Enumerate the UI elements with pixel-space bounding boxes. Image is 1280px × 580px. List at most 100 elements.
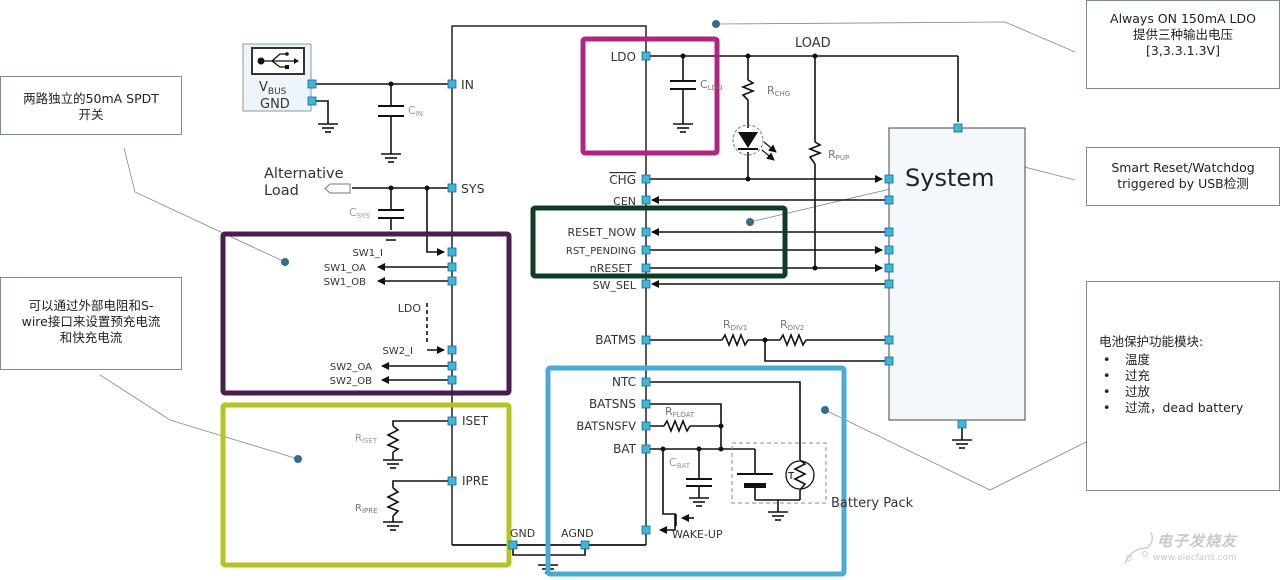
pin-system-batms <box>884 335 894 345</box>
rdiv1-label: RDIV1 <box>723 318 747 332</box>
pin-label-ldo: LDO <box>611 50 636 64</box>
pin-ipre <box>447 476 457 486</box>
cin-label: CIN <box>408 104 423 118</box>
pin-label-cen: CEN <box>613 195 636 208</box>
leader-spdt <box>123 147 286 263</box>
pin-in <box>447 79 457 89</box>
watermark-url: www.elecfans.com <box>1153 553 1237 563</box>
wake-up-label: WAKE-UP <box>672 528 723 541</box>
pin-label-ipre: IPRE <box>462 474 489 488</box>
list-item: 温度 <box>1099 352 1279 368</box>
led-icon <box>732 124 777 161</box>
callout-current-line1: 可以通过外部电阻和S- <box>28 298 154 313</box>
rfloat-zigzag <box>663 418 691 434</box>
pin-system-sw-sel <box>884 279 894 289</box>
pin-label-batsnsfv: BATSNSFV <box>576 419 636 433</box>
load-label: LOAD <box>795 36 831 51</box>
battery-protection-list: 温度 过充 过放 过流，dead battery <box>1099 352 1279 416</box>
rset-zigzag <box>386 425 400 453</box>
watermark: 电子发烧友 www.elecfans.com <box>1124 530 1237 565</box>
pin-label-nreset: nRESET <box>590 262 632 275</box>
leader-dots <box>281 20 829 463</box>
system-title: System <box>905 164 995 192</box>
pin-cen <box>641 195 651 205</box>
ground-icon <box>381 153 401 163</box>
pin-system-load <box>953 123 963 133</box>
pin-label-rst-pending: RST_PENDING <box>566 246 636 257</box>
usb-gnd-label: GND <box>260 97 290 112</box>
callout-reset-line1: Smart Reset/Watchdog <box>1111 160 1255 175</box>
callout-battery: 电池保护功能模块: 温度 过充 过放 过流，dead battery <box>1086 281 1280 491</box>
pin-iset <box>447 416 457 426</box>
battery-highlight-box <box>545 365 847 577</box>
leader-ldo <box>715 21 1076 53</box>
ground-icon <box>383 459 403 469</box>
ground-icon <box>952 439 972 449</box>
pin-agnd <box>580 540 590 550</box>
pins <box>307 51 967 550</box>
leader-dot-current <box>294 455 302 463</box>
pin-label-in: IN <box>461 77 474 92</box>
ldo-dashed-label: LDO <box>398 302 422 315</box>
csys-label: CSYS <box>349 206 370 220</box>
callout-current-line3: 和快充电流 <box>59 330 123 345</box>
ripre-zigzag <box>386 487 400 517</box>
callout-spdt: 两路独立的50mA SPDT 开关 <box>0 76 182 135</box>
callout-current-line2: wire接口来设置预充电流 <box>21 314 161 329</box>
callout-ldo-line1: Always ON 150mA LDO <box>1110 11 1256 26</box>
list-item: 过放 <box>1099 384 1279 400</box>
pin-ntc <box>641 377 651 387</box>
pin-label-ntc: NTC <box>612 375 636 389</box>
rfloat-label: RFLOAT <box>665 405 695 419</box>
pin-rst-pending <box>641 245 651 255</box>
leader-dot-ldo <box>712 20 720 28</box>
ground-symbols <box>318 123 972 574</box>
callout-spdt-line1: 两路独立的50mA SPDT <box>23 91 159 106</box>
battery-pack-label: Battery Pack <box>831 496 914 511</box>
rchg-zigzag <box>740 79 756 101</box>
list-item: 过流，dead battery <box>1099 400 1279 416</box>
pin-system-cen <box>884 195 894 205</box>
pin-label-sw2-oa: SW2_OA <box>330 362 372 373</box>
pin-label-bat: BAT <box>613 442 637 456</box>
pin-label-sw1-oa: SW1_OA <box>324 263 366 274</box>
pin-system-rst-pending <box>884 245 894 255</box>
pin-sw1-i <box>447 247 457 257</box>
rdiv2-label: RDIV2 <box>780 318 804 332</box>
callout-ldo-line2: 提供三种输出电压 <box>1132 27 1233 42</box>
reset-highlight-box <box>530 205 788 279</box>
thermistor-zigzag <box>793 459 807 491</box>
pin-batsns <box>641 399 651 409</box>
callout-spdt-line2: 开关 <box>78 107 104 122</box>
pin-system-gnd <box>957 419 967 429</box>
leader-dot-battery <box>821 406 829 414</box>
pin-label-sw1-i: SW1_I <box>352 248 383 259</box>
leader-dot-reset <box>746 218 754 226</box>
pin-label-sw2-ob: SW2_OB <box>330 376 372 387</box>
pin-reset-now <box>641 227 651 237</box>
leader-current <box>99 374 299 460</box>
pin-vbus <box>307 79 317 89</box>
ldo-highlight-box <box>580 36 720 156</box>
thermistor-icon <box>785 460 815 490</box>
watermark-logo-icon <box>1124 531 1154 565</box>
pin-wake-up <box>641 525 651 535</box>
pin-system-chg <box>884 174 894 184</box>
ground-icon <box>318 123 338 133</box>
pin-nreset <box>641 263 651 273</box>
ground-icon <box>689 497 709 507</box>
wires <box>316 55 963 565</box>
alt-load-label-2: Load <box>264 183 299 199</box>
thermistor-label: T <box>787 471 795 482</box>
pin-label-agnd: AGND <box>561 527 594 540</box>
pin-label-batms: BATMS <box>595 333 636 347</box>
pin-ldo <box>641 51 651 61</box>
rset-label: RISET <box>355 433 378 445</box>
rdiv1-zigzag <box>721 332 749 348</box>
usb-connector <box>242 43 312 112</box>
pin-label-gnd: GND <box>510 527 535 540</box>
callout-ldo-line3: [3,3.3.1.3V] <box>1146 43 1220 58</box>
callout-ldo: Always ON 150mA LDO 提供三种输出电压 [3,3.3.1.3V… <box>1086 0 1280 89</box>
ground-icon <box>383 521 403 531</box>
alt-load-label-1: Alternative <box>264 166 344 182</box>
